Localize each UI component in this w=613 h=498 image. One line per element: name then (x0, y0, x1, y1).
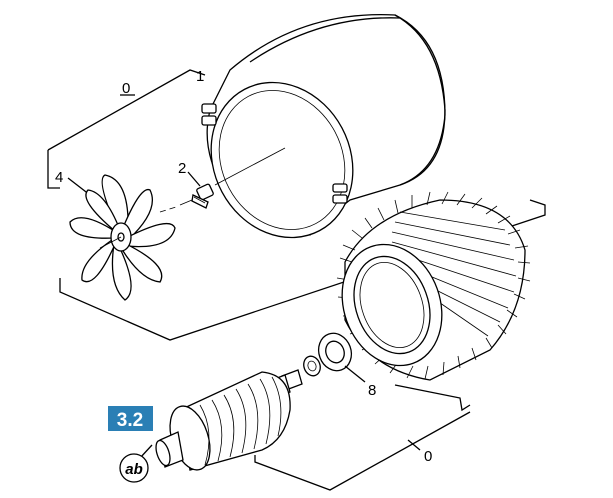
group-label-top: 0 (122, 80, 130, 97)
part-label-housing: 1 (196, 68, 204, 85)
motor-housing (201, 13, 446, 239)
part-label-fan: 4 (55, 169, 63, 186)
section-badge: 3.2 (108, 406, 153, 431)
group-label-bottom: 0 (424, 448, 432, 465)
section-badge-box (108, 406, 153, 431)
stator (336, 191, 531, 381)
part-label-screw: 2 (178, 160, 186, 177)
bearing (303, 332, 366, 383)
part-label-bearing: 8 (368, 382, 376, 399)
torque-symbol-circle (119, 453, 149, 483)
torque-symbol: ab (119, 444, 153, 483)
torque-symbol-text: ab (125, 461, 143, 478)
cooling-fan (67, 174, 176, 301)
rotor (155, 369, 303, 471)
screw (159, 171, 214, 213)
section-badge-text: 3.2 (117, 410, 143, 431)
bottom-group-bracket (254, 384, 471, 491)
